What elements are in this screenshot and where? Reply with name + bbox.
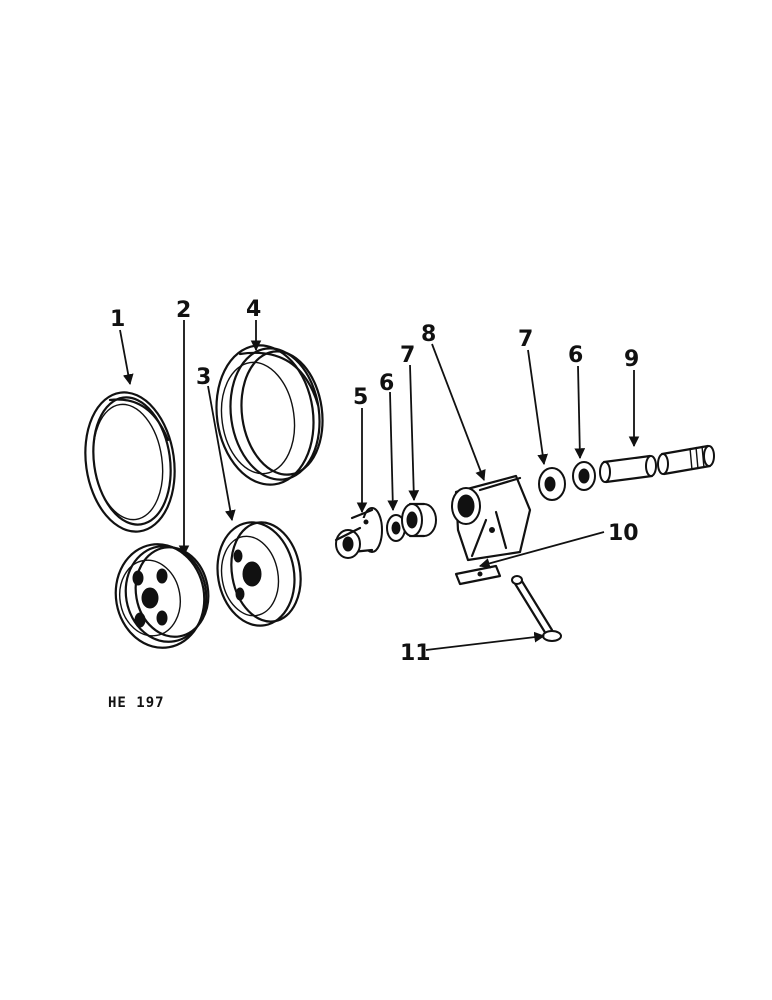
part-3-pulley xyxy=(216,521,302,627)
part-7-bearing-left xyxy=(401,502,437,538)
part-2-pulley xyxy=(114,543,210,649)
figure-id: HE 197 xyxy=(108,695,165,711)
part-11-bolt xyxy=(511,575,562,642)
part-10-plate xyxy=(454,564,502,586)
callout-6-right: 6 xyxy=(568,343,583,368)
callout-7-left: 7 xyxy=(400,343,415,368)
part-4-pulley-rim xyxy=(215,344,324,486)
leader-7b xyxy=(527,349,548,466)
leader-1 xyxy=(119,329,134,386)
leader-6b xyxy=(574,365,586,460)
leader-10 xyxy=(478,531,605,569)
callout-11: 11 xyxy=(400,641,431,666)
part-6-washer-right xyxy=(572,461,596,491)
part-5-hub xyxy=(334,507,383,559)
callout-4: 4 xyxy=(246,297,261,322)
callout-7-right: 7 xyxy=(518,327,533,352)
callout-3: 3 xyxy=(196,365,211,390)
callout-1: 1 xyxy=(110,307,125,332)
leader-3 xyxy=(207,385,236,522)
part-6-washer-left xyxy=(386,514,406,542)
leader-lines xyxy=(119,320,640,651)
part-9-shaft xyxy=(599,444,715,484)
callout-8: 8 xyxy=(421,322,436,347)
part-7-bearing-right xyxy=(538,467,566,501)
leader-7a xyxy=(408,364,420,502)
leader-11 xyxy=(425,631,546,651)
callout-2: 2 xyxy=(176,298,191,323)
callout-5: 5 xyxy=(353,385,368,410)
part-8-bracket xyxy=(451,474,532,562)
callout-6-left: 6 xyxy=(379,371,394,396)
callout-10: 10 xyxy=(608,521,639,546)
part-1-belt xyxy=(84,391,176,533)
leader-8 xyxy=(431,343,486,482)
leader-6a xyxy=(387,391,399,512)
callout-9: 9 xyxy=(624,347,639,372)
